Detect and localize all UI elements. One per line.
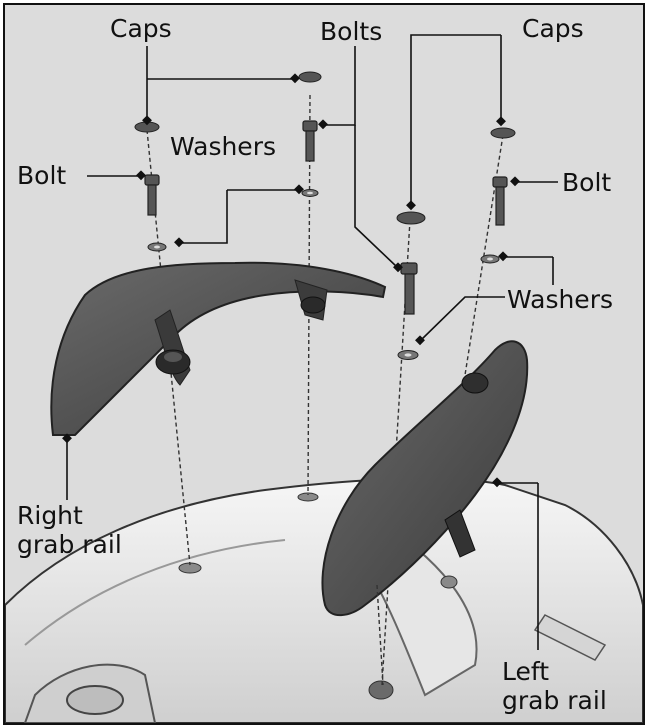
label-caps-right: Caps xyxy=(520,14,586,43)
label-right-grab-rail-line2: grab rail xyxy=(17,530,122,559)
mount-holes xyxy=(178,492,458,700)
label-left-grab-rail-line2: grab rail xyxy=(502,686,607,715)
exploded-diagram: Caps Bolts Caps Washers Bolt Bolt Washer… xyxy=(3,3,645,725)
bolts xyxy=(144,120,508,315)
left-grab-rail xyxy=(321,340,529,686)
label-caps-left: Caps xyxy=(108,14,174,43)
label-washers-right: Washers xyxy=(505,285,615,314)
label-left-grab-rail-line1: Left xyxy=(502,657,550,686)
label-right-grab-rail-line1: Right xyxy=(17,501,83,530)
label-bolts: Bolts xyxy=(318,17,385,46)
right-grab-rail xyxy=(50,261,387,436)
washers xyxy=(147,189,500,360)
diagram-illustration xyxy=(5,34,643,723)
leader-lines xyxy=(66,34,558,650)
caps xyxy=(134,71,516,225)
leader-dots xyxy=(62,73,520,488)
label-bolt-right: Bolt xyxy=(560,168,614,197)
label-bolt-left: Bolt xyxy=(15,161,69,190)
label-washers-left: Washers xyxy=(168,132,278,161)
